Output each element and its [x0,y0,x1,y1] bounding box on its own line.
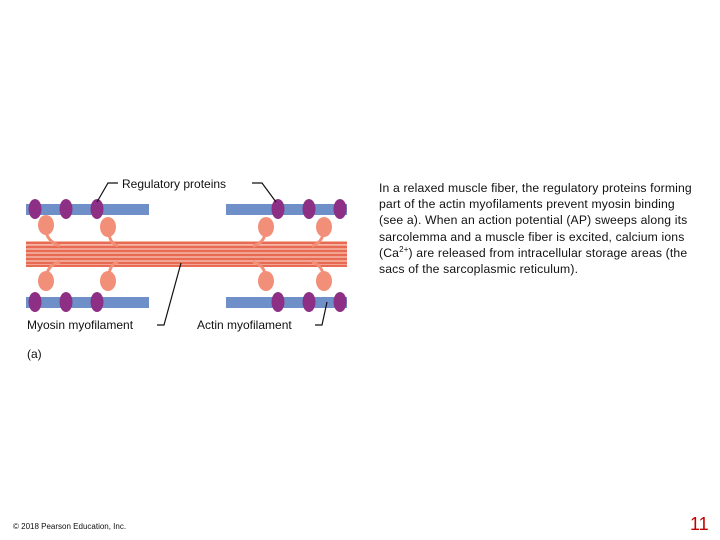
myosin-head [100,260,119,291]
regulatory-protein [333,292,347,312]
panel-label: (a) [27,347,42,361]
regulatory-proteins-bottom [28,292,347,312]
calcium-charge-superscript: 2+ [399,244,409,254]
actin-myofilament-label: Actin myofilament [197,318,292,332]
myosin-heads-top [38,215,332,248]
myosin-head [100,217,119,248]
copyright-notice: © 2018 Pearson Education, Inc. [13,522,127,531]
myosin-filament [26,241,347,267]
myosin-head [38,260,61,291]
actin-filament-top-right [226,204,347,215]
myosin-myofilament-label: Myosin myofilament [27,318,134,332]
myosin-heads-bottom [38,260,332,291]
actin-filament-bottom-right [226,297,347,308]
regulatory-protein [90,292,104,312]
myosin-head [38,215,61,248]
myosin-head [252,217,274,248]
actin-filament-bottom-left [26,297,149,308]
regulatory-proteins-label: Regulatory proteins [122,177,227,191]
description-text: In a relaxed muscle fiber, the regulator… [379,180,701,277]
myosin-head [311,260,332,291]
actin-leader [315,301,328,326]
regulatory-leader-left [96,182,118,203]
regulatory-protein [302,199,316,219]
regulatory-protein [90,199,104,219]
regulatory-protein [271,199,285,219]
regulatory-protein [28,199,42,219]
regulatory-protein [59,292,73,312]
regulatory-proteins-top [28,199,347,219]
actin-filament-top-left [26,204,149,215]
myosin-leader [157,262,182,326]
regulatory-leader-right [252,182,277,203]
regulatory-protein [333,199,347,219]
page-number: 11 [690,514,709,534]
myosin-head [252,260,274,291]
regulatory-protein [302,292,316,312]
regulatory-protein [28,292,42,312]
description-part1: In a relaxed muscle fiber, the regulator… [379,181,692,260]
leader-lines [96,182,328,326]
description-part2: ) are released from intracellular storag… [379,245,688,277]
regulatory-protein [59,199,73,219]
regulatory-protein [271,292,285,312]
myosin-head [311,217,332,248]
